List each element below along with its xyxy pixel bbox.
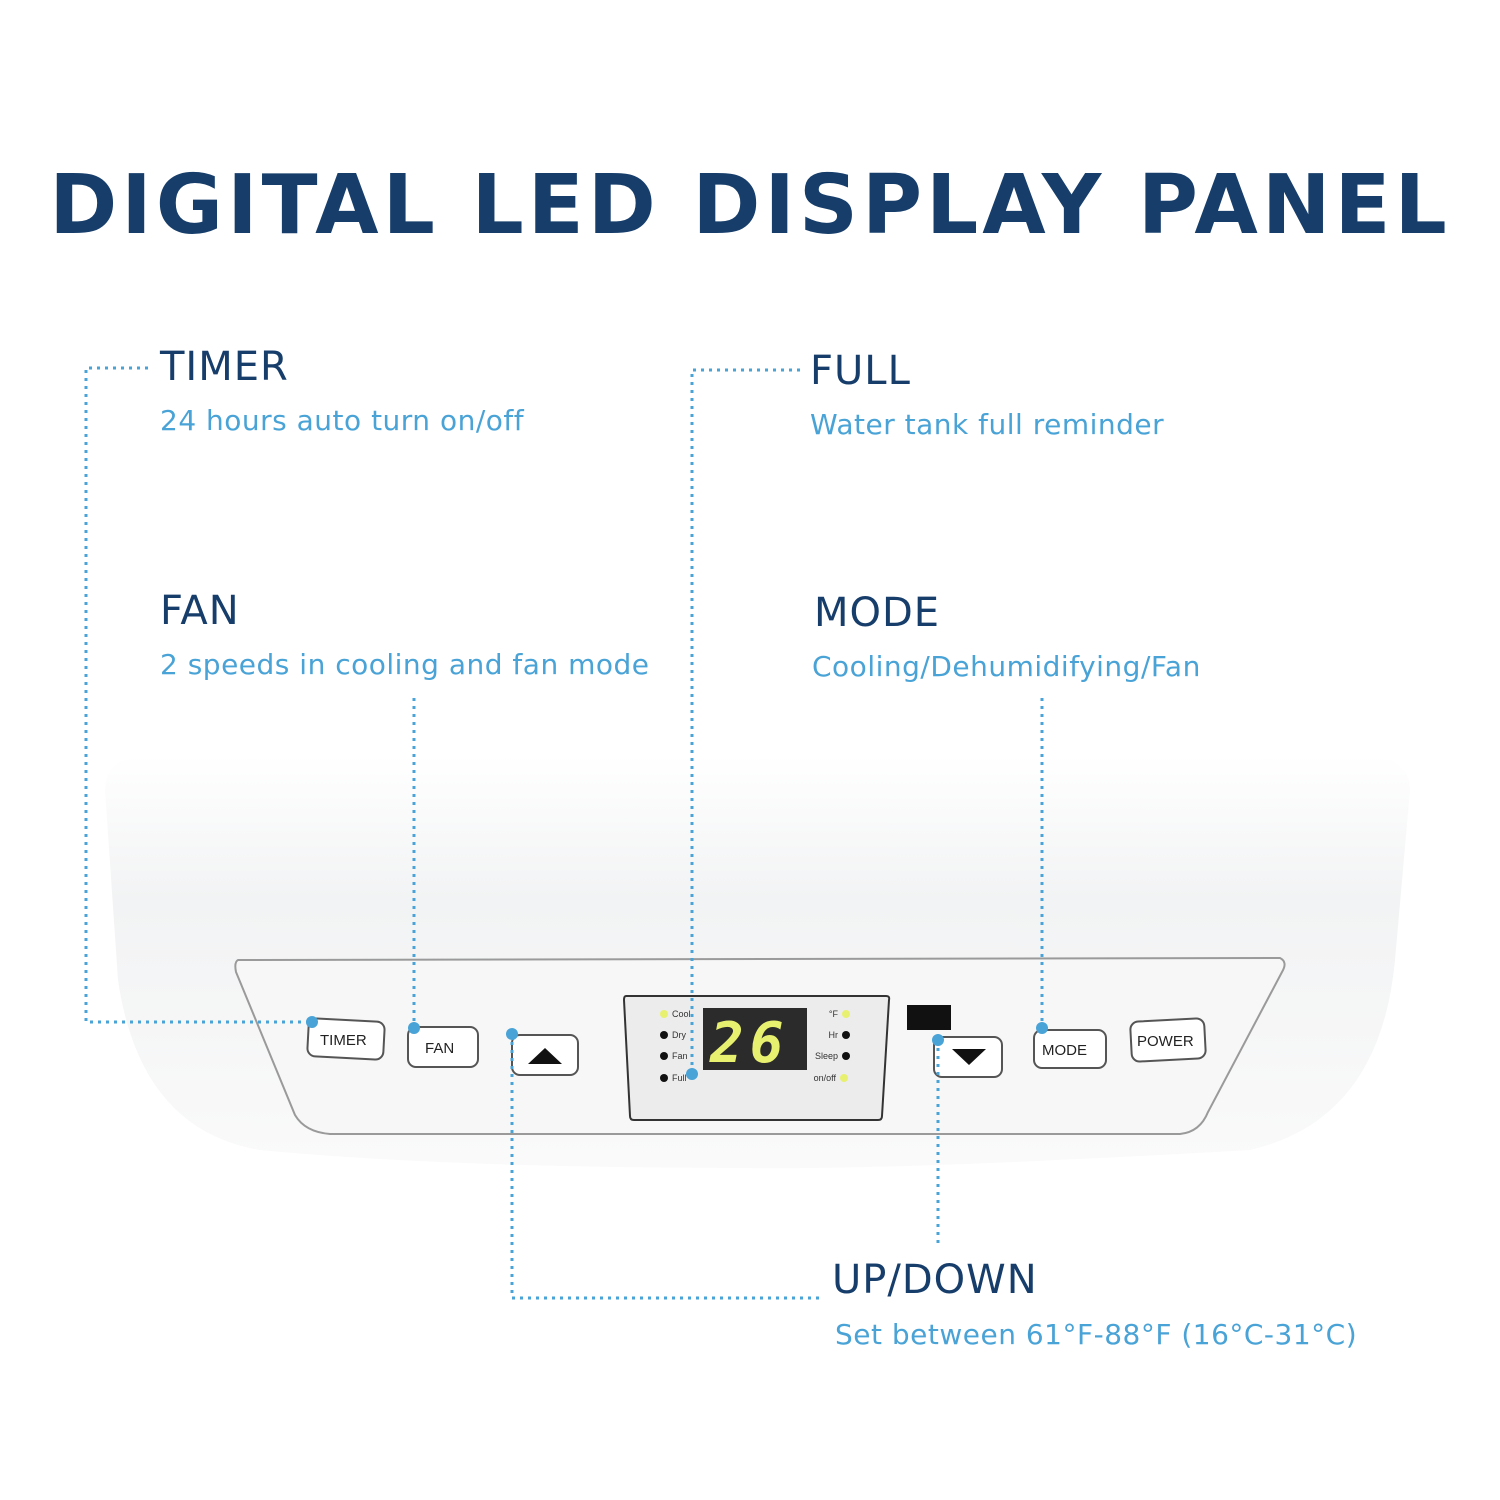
up-button[interactable] [511,1034,579,1076]
down-arrow-icon [952,1049,986,1065]
full-description: Water tank full reminder [810,408,1165,441]
updown-description: Set between 61°F-88°F (16°C-31°C) [835,1318,1358,1351]
fan-label: FAN [160,588,240,634]
indicator-fan: Fan [672,1051,688,1061]
ir-receiver [907,1005,951,1030]
down-button[interactable] [933,1036,1003,1078]
mode-description: Cooling/Dehumidifying/Fan [812,650,1201,683]
mode-label: MODE [814,590,941,636]
indicator-sleep: Sleep [815,1051,838,1061]
fan-button[interactable]: FAN [407,1026,479,1068]
full-callout-line [690,368,800,1074]
fan-button-label: FAN [425,1040,454,1057]
power-button-label: POWER [1137,1033,1194,1050]
power-button[interactable]: POWER [1129,1017,1207,1063]
indicator-dry: Dry [672,1030,686,1040]
indicator-onoff: on/off [814,1073,837,1083]
callout-dots [306,1016,1048,1080]
callout-lines [84,366,1044,1300]
page-title: DIGITAL LED DISPLAY PANEL [49,158,1451,253]
led-display: 26 Cool Dry Fan Full °F Hr Sleep on/off [622,995,891,1121]
full-label: FULL [810,348,911,394]
mode-button-label: MODE [1042,1042,1087,1059]
indicator-cool: Cool [672,1009,691,1019]
timer-label: TIMER [160,344,289,390]
timer-description: 24 hours auto turn on/off [160,404,525,437]
indicator-fahrenheit: °F [829,1009,839,1019]
up-arrow-icon [528,1048,562,1064]
temperature-readout: 26 [709,1011,789,1076]
timer-button[interactable]: TIMER [306,1017,386,1061]
mode-button[interactable]: MODE [1033,1029,1107,1069]
indicator-full: Full [672,1073,687,1083]
updown-callout-line [510,1034,820,1300]
indicator-hr: Hr [829,1030,839,1040]
updown-label: UP/DOWN [832,1257,1038,1303]
timer-button-label: TIMER [320,1032,367,1049]
fan-description: 2 speeds in cooling and fan mode [160,648,650,681]
